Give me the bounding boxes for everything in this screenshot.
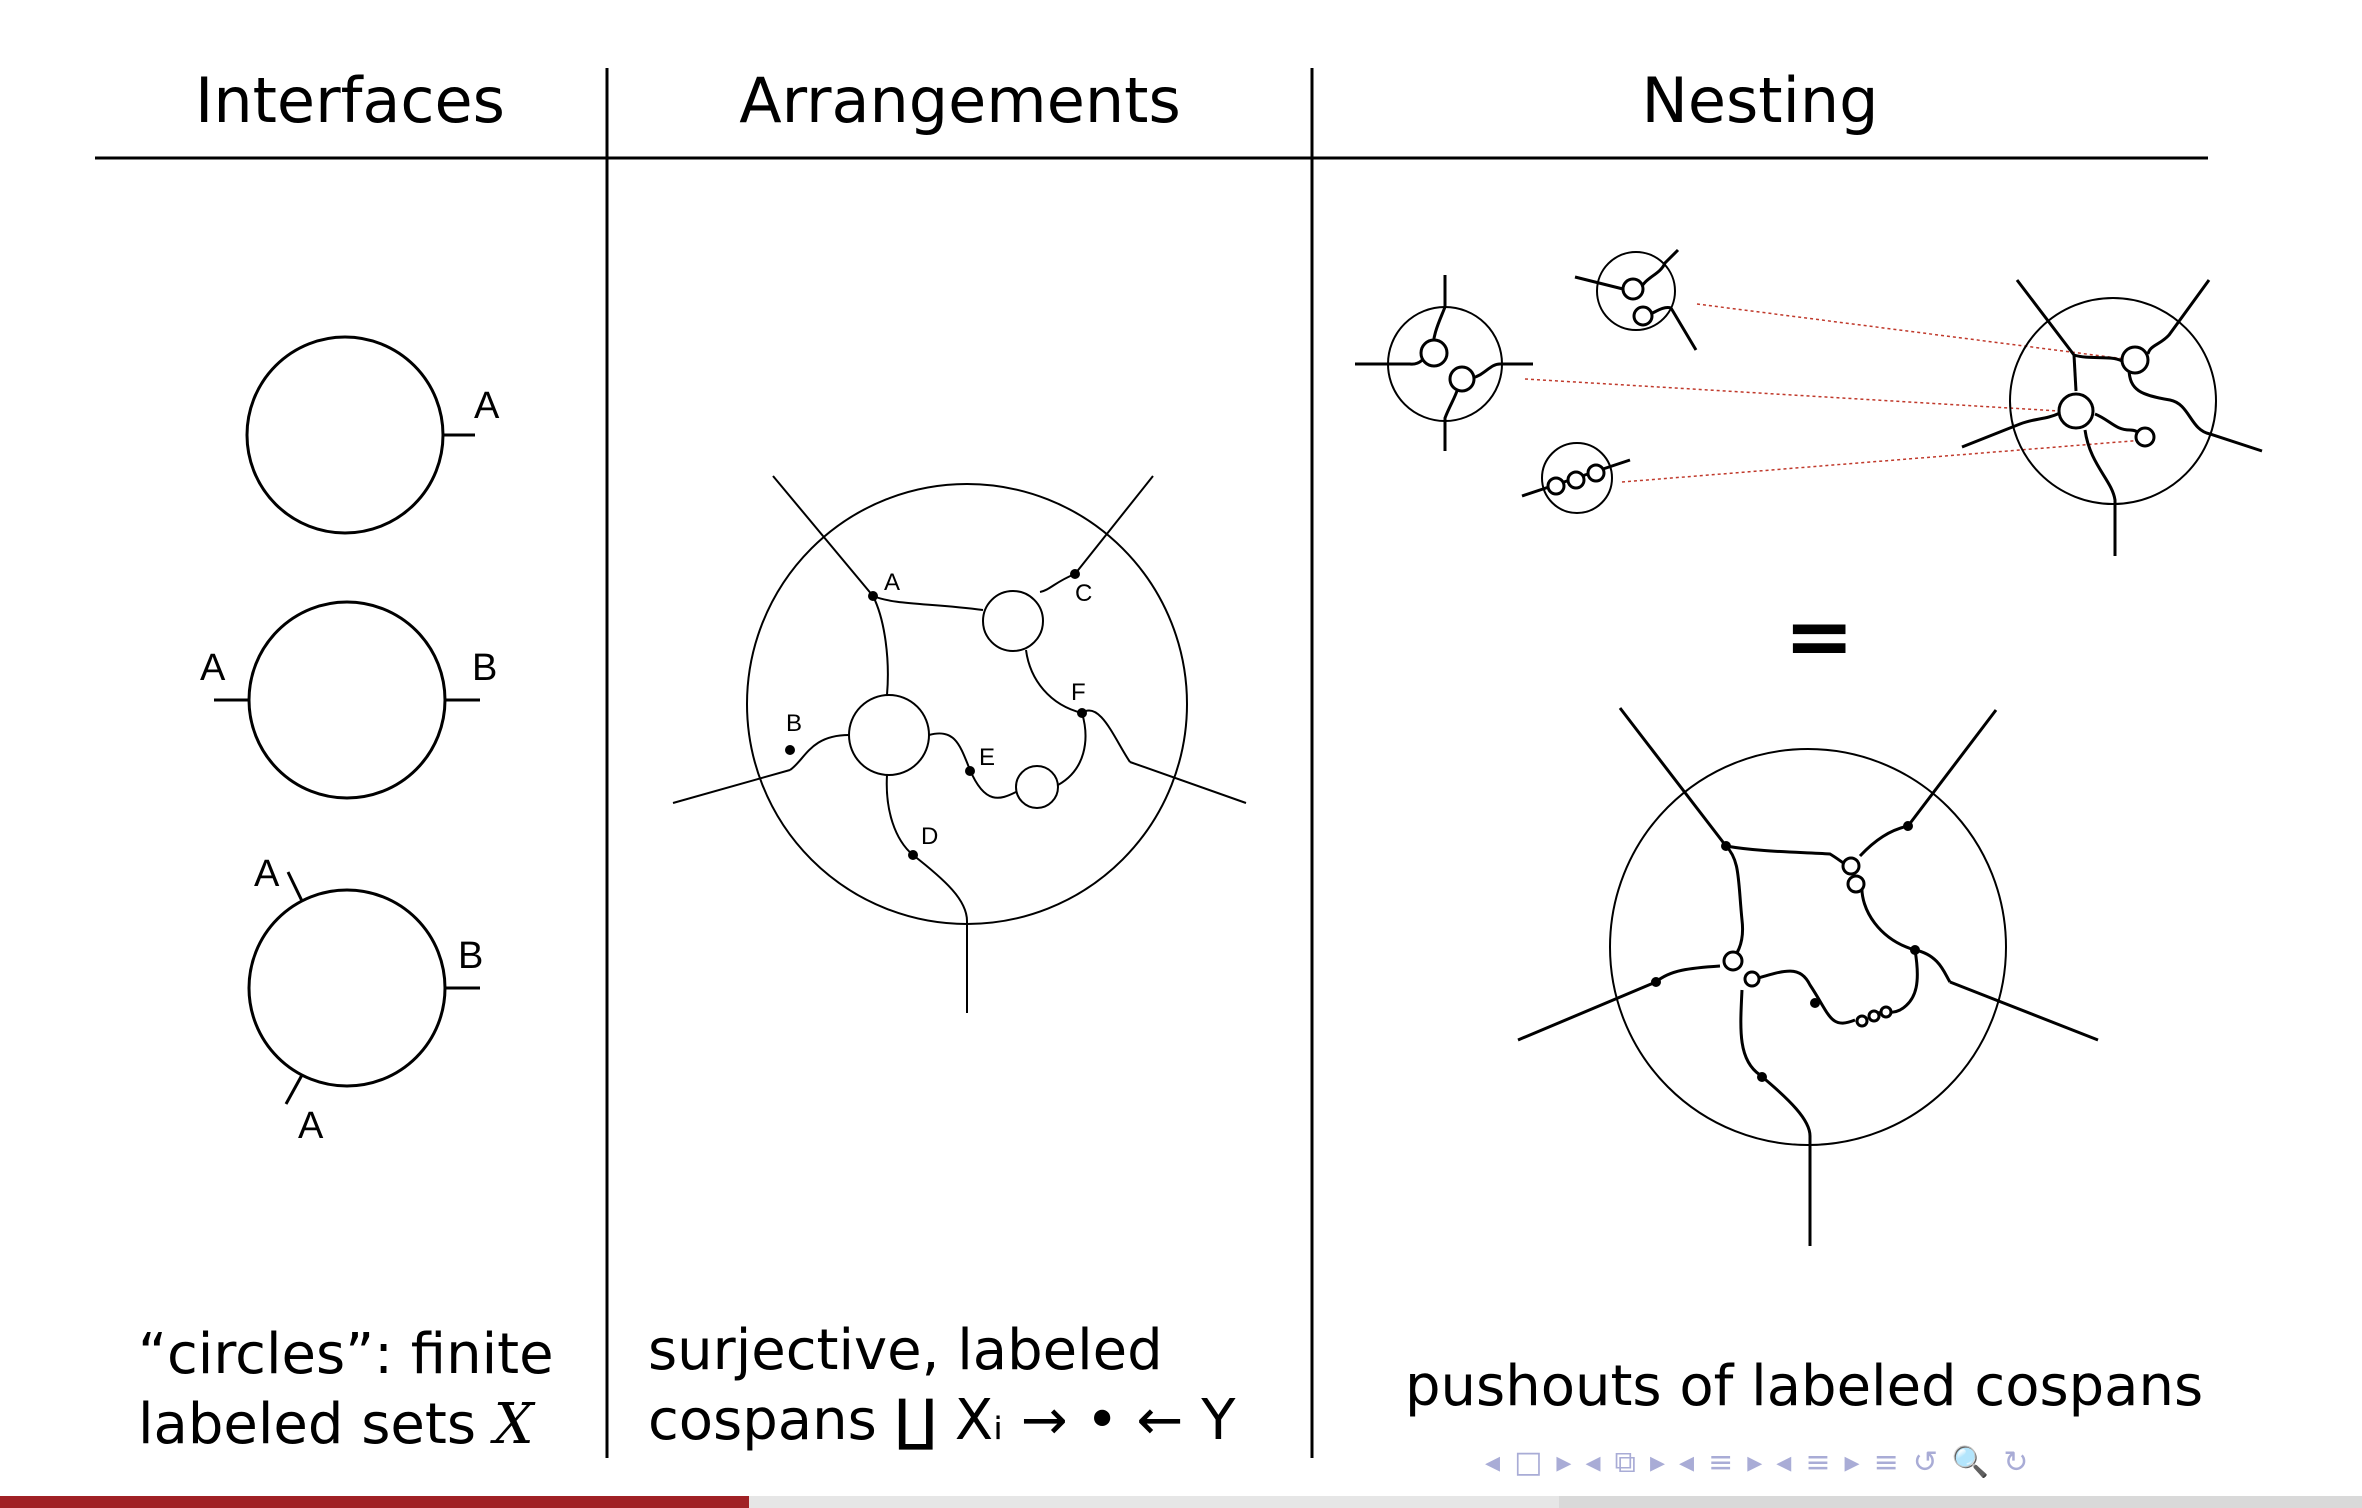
nav-frame-icon[interactable]: □ — [1514, 1444, 1543, 1480]
interface-1-label-a: A — [474, 385, 500, 427]
arrangement-label-b: B — [786, 710, 802, 737]
caption-arrangements-line1: surjective, labeled — [648, 1318, 1163, 1383]
nav-document-prev-icon[interactable]: ◂ — [1776, 1444, 1792, 1480]
nesting-piece-3 — [1521, 442, 1631, 514]
caption-interfaces-line2: labeled sets X — [138, 1390, 554, 1460]
nesting-result — [1517, 707, 2099, 1246]
header-interfaces: Interfaces — [195, 64, 505, 137]
nav-section-prev-icon[interactable]: ◂ — [1679, 1444, 1695, 1480]
nav-section-icon[interactable]: ≡ — [1708, 1444, 1734, 1480]
arrangement-diagram — [672, 475, 1247, 1013]
nesting-equals: = — [1784, 587, 1854, 685]
arrangement-dots — [785, 569, 1087, 860]
arrangement-label-c: C — [1075, 580, 1092, 607]
caption-nesting: pushouts of labeled cospans — [1405, 1354, 2204, 1419]
arrangement-hole-1 — [982, 590, 1044, 652]
arrangement-label-a: A — [884, 569, 900, 596]
nesting-piece-1 — [1355, 275, 1533, 451]
interface-3-label-a-top: A — [254, 853, 280, 895]
arrangement-label-f: F — [1071, 679, 1086, 706]
caption-interfaces-var-x: X — [493, 1392, 534, 1457]
nesting-dotted-lines — [1524, 303, 2145, 483]
caption-interfaces-line2-prefix: labeled sets — [138, 1392, 494, 1457]
nav-toc-icon[interactable]: ≡ — [1873, 1444, 1899, 1480]
interface-circle-2 — [214, 600, 480, 800]
arrangement-hole-2 — [848, 694, 930, 776]
nav-subsection-icon[interactable]: ⧉ — [1614, 1444, 1636, 1480]
progress-bar — [0, 1496, 2362, 1508]
progress-bar-fill — [0, 1496, 749, 1508]
navigation-bar: ◂ □ ▸ ◂ ⧉ ▸ ◂ ≡ ▸ ◂ ≡ ▸ ≡ ↺ 🔍 ↻ — [1485, 1442, 2345, 1482]
arrangement-hole-3 — [1015, 765, 1059, 809]
interface-circle-3 — [247, 871, 480, 1105]
nav-subsection-prev-icon[interactable]: ◂ — [1585, 1444, 1601, 1480]
progress-bar-rest — [1558, 1496, 2362, 1508]
nav-subsection-next-icon[interactable]: ▸ — [1649, 1444, 1666, 1480]
caption-interfaces: “circles”: finite labeled sets X — [138, 1320, 554, 1460]
arrangement-outer-circle — [746, 483, 1188, 925]
interface-3-label-b: B — [458, 935, 483, 977]
nav-back-icon[interactable]: ↺ — [1912, 1444, 1938, 1480]
arrangement-label-e: E — [979, 744, 995, 771]
caption-arrangements-line2: cospans ∐ Xᵢ → • ← Y — [648, 1388, 1236, 1453]
nav-document-icon[interactable]: ≡ — [1805, 1444, 1831, 1480]
interface-circle-1 — [245, 335, 475, 535]
nesting-piece-2 — [1574, 248, 1698, 351]
interface-3-label-a-bottom: A — [298, 1105, 324, 1147]
nav-section-next-icon[interactable]: ▸ — [1747, 1444, 1763, 1480]
nav-frame-next-icon[interactable]: ▸ — [1556, 1444, 1572, 1480]
nesting-result-dots — [1651, 821, 1920, 1082]
caption-arrangements: surjective, labeled cospans ∐ Xᵢ → • ← Y — [648, 1316, 1235, 1456]
interface-2-label-a: A — [200, 647, 226, 689]
caption-interfaces-line1: “circles”: finite — [138, 1322, 554, 1387]
nav-frame-prev-icon[interactable]: ◂ — [1485, 1444, 1501, 1480]
header-nesting: Nesting — [1641, 64, 1879, 137]
nav-forward-icon[interactable]: ↻ — [2003, 1444, 2029, 1480]
nav-document-next-icon[interactable]: ▸ — [1844, 1444, 1860, 1480]
nesting-target — [1961, 279, 2263, 556]
interface-2-label-b: B — [472, 647, 497, 689]
arrangement-label-d: D — [921, 823, 938, 850]
nav-search-icon[interactable]: 🔍 — [1951, 1444, 1990, 1480]
header-arrangements: Arrangements — [739, 64, 1181, 137]
